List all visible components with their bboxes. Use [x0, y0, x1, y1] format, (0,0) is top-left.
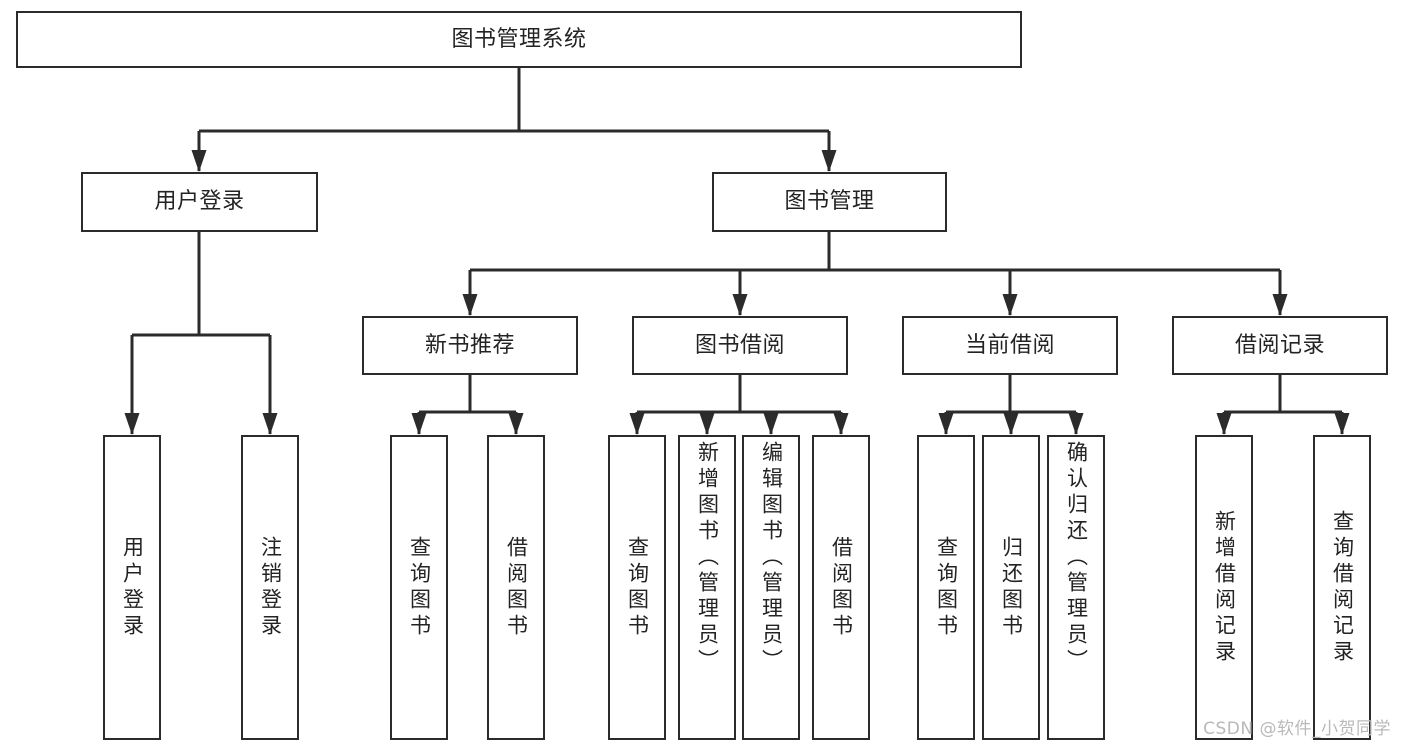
node-label: 归还图书	[999, 535, 1024, 640]
node-leaf-user-login[interactable]: 用户登录	[103, 435, 161, 740]
node-label: 用户登录	[120, 535, 145, 640]
node-leaf-logout-login[interactable]: 注销登录	[241, 435, 299, 740]
node-new-book-recommend[interactable]: 新书推荐	[362, 316, 578, 375]
node-current-borrow[interactable]: 当前借阅	[902, 316, 1118, 375]
node-label: 图书借阅	[694, 332, 785, 358]
node-leaf-return-book[interactable]: 归还图书	[982, 435, 1040, 740]
node-leaf-add-record[interactable]: 新增借阅记录	[1195, 435, 1253, 740]
node-leaf-query-book-2[interactable]: 查询图书	[608, 435, 666, 740]
node-leaf-query-record[interactable]: 查询借阅记录	[1313, 435, 1371, 740]
node-label: 借阅记录	[1234, 332, 1325, 358]
node-leaf-query-book-1[interactable]: 查询图书	[390, 435, 448, 740]
node-leaf-confirm-return[interactable]: 确认归还（管理员）	[1047, 435, 1105, 740]
node-label: 编辑图书（管理员）	[759, 441, 784, 675]
node-label: 新书推荐	[424, 332, 515, 358]
node-user-login[interactable]: 用户登录	[81, 172, 318, 232]
node-label: 借阅图书	[504, 535, 529, 640]
node-root-book-management-system[interactable]: 图书管理系统	[16, 11, 1022, 68]
node-borrow-record[interactable]: 借阅记录	[1172, 316, 1388, 375]
node-label: 新增图书（管理员）	[695, 441, 720, 675]
node-label: 用户登录	[154, 189, 245, 215]
node-leaf-query-book-3[interactable]: 查询图书	[917, 435, 975, 740]
node-label: 查询图书	[625, 535, 650, 640]
node-label: 新增借阅记录	[1212, 509, 1237, 666]
node-leaf-add-book[interactable]: 新增图书（管理员）	[678, 435, 736, 740]
node-leaf-borrow-book-1[interactable]: 借阅图书	[487, 435, 545, 740]
node-leaf-borrow-book-2[interactable]: 借阅图书	[812, 435, 870, 740]
node-label: 查询图书	[934, 535, 959, 640]
node-label: 图书管理系统	[451, 26, 587, 52]
node-label: 注销登录	[258, 535, 283, 640]
node-book-manage[interactable]: 图书管理	[712, 172, 947, 232]
node-label: 查询图书	[407, 535, 432, 640]
node-label: 借阅图书	[829, 535, 854, 640]
node-label: 查询借阅记录	[1330, 509, 1355, 666]
watermark-text: CSDN @软件_小贺同学	[1203, 719, 1391, 739]
node-book-borrow[interactable]: 图书借阅	[632, 316, 848, 375]
node-leaf-edit-book[interactable]: 编辑图书（管理员）	[742, 435, 800, 740]
node-label: 确认归还（管理员）	[1064, 441, 1089, 675]
node-label: 当前借阅	[964, 332, 1055, 358]
node-label: 图书管理	[784, 189, 875, 215]
